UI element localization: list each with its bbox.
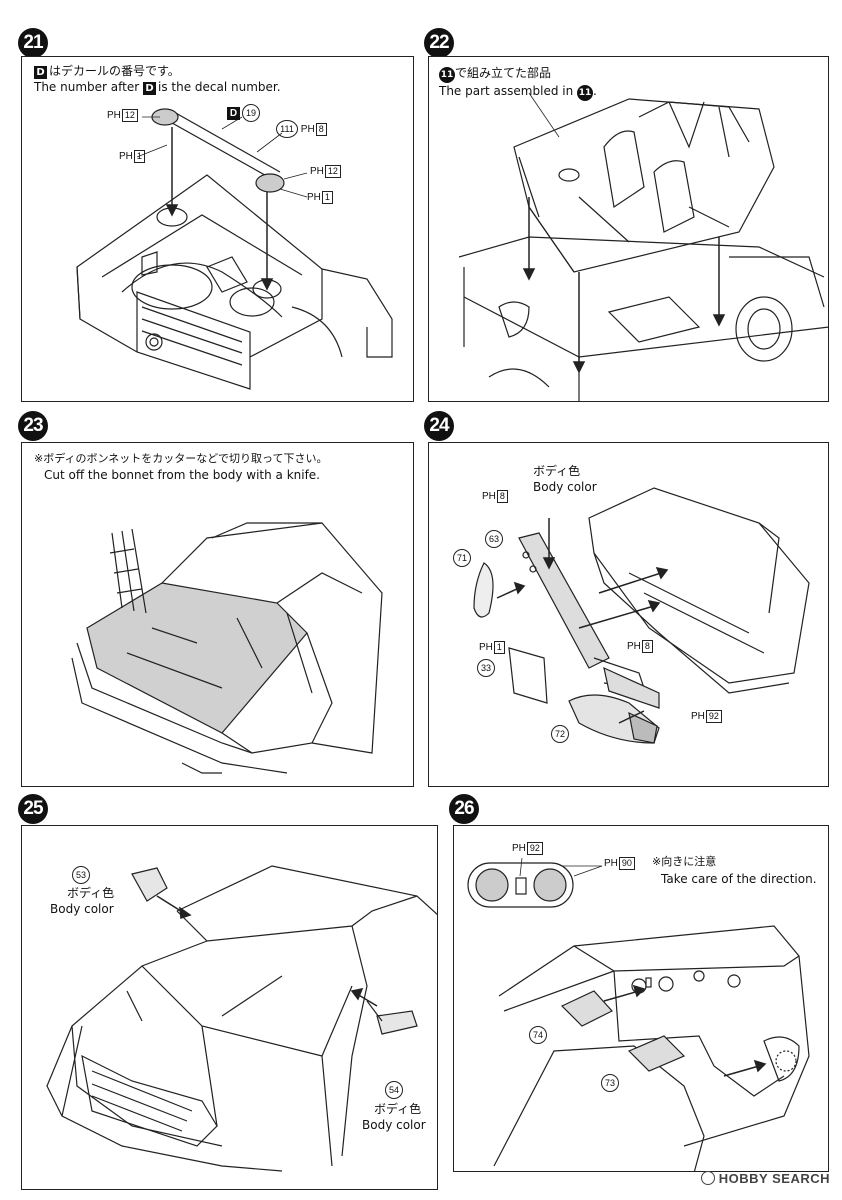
label-74: 74: [529, 1026, 547, 1044]
label-53: 53: [72, 866, 90, 884]
step-23-illustration: [71, 522, 383, 774]
step-22-number: 22: [424, 28, 454, 58]
step-23-number: 23: [18, 411, 48, 441]
label-72: 72: [551, 725, 569, 743]
step-26-note-ja: ※向きに注意: [652, 855, 717, 868]
label-54: 54: [385, 1081, 403, 1099]
watermark-logo-icon: [700, 1171, 715, 1185]
step-25-illustration: [46, 865, 437, 1172]
label-63: 63: [485, 530, 503, 548]
step-24-number: 24: [424, 411, 454, 441]
step-25-body-ja-2: ボディ色: [374, 1102, 422, 1116]
step-22-illustration: [458, 92, 828, 401]
step-24-illustration: [473, 487, 810, 744]
decal-badge: D: [143, 82, 156, 95]
label-71: 71: [453, 549, 471, 567]
step-26-illustration: [467, 857, 810, 1171]
watermark: HOBBY SEARCH: [700, 1171, 830, 1186]
step-25-number: 25: [18, 794, 48, 824]
step-25-body-en-2: Body color: [362, 1118, 426, 1132]
step-24-body-en: Body color: [533, 480, 597, 494]
step-25-body-ja-1: ボディ色: [67, 886, 115, 900]
step-22-text-en: The part assembled in 11.: [439, 83, 597, 101]
step-23-panel: ※ボディのボンネットをカッターなどで切り取って下さい。 Cut off the …: [21, 442, 414, 787]
decal-badge: D: [34, 66, 47, 79]
label-33: 33: [477, 659, 495, 677]
step-26-number: 26: [449, 794, 479, 824]
step-24-body-ja: ボディ色: [533, 464, 581, 478]
step-25-panel: 53 ボディ色 Body color 54 ボディ色 Body color: [21, 825, 438, 1190]
step-21-number: 21: [18, 28, 48, 58]
label-73: 73: [601, 1074, 619, 1092]
step-25-body-en-1: Body color: [50, 902, 114, 916]
step-23-text-ja: ※ボディのボンネットをカッターなどで切り取って下さい。: [34, 452, 328, 465]
step-26-note-en: Take care of the direction.: [661, 872, 817, 886]
step-21-illustration: [76, 108, 393, 390]
step-23-text-en: Cut off the bonnet from the body with a …: [44, 468, 320, 482]
